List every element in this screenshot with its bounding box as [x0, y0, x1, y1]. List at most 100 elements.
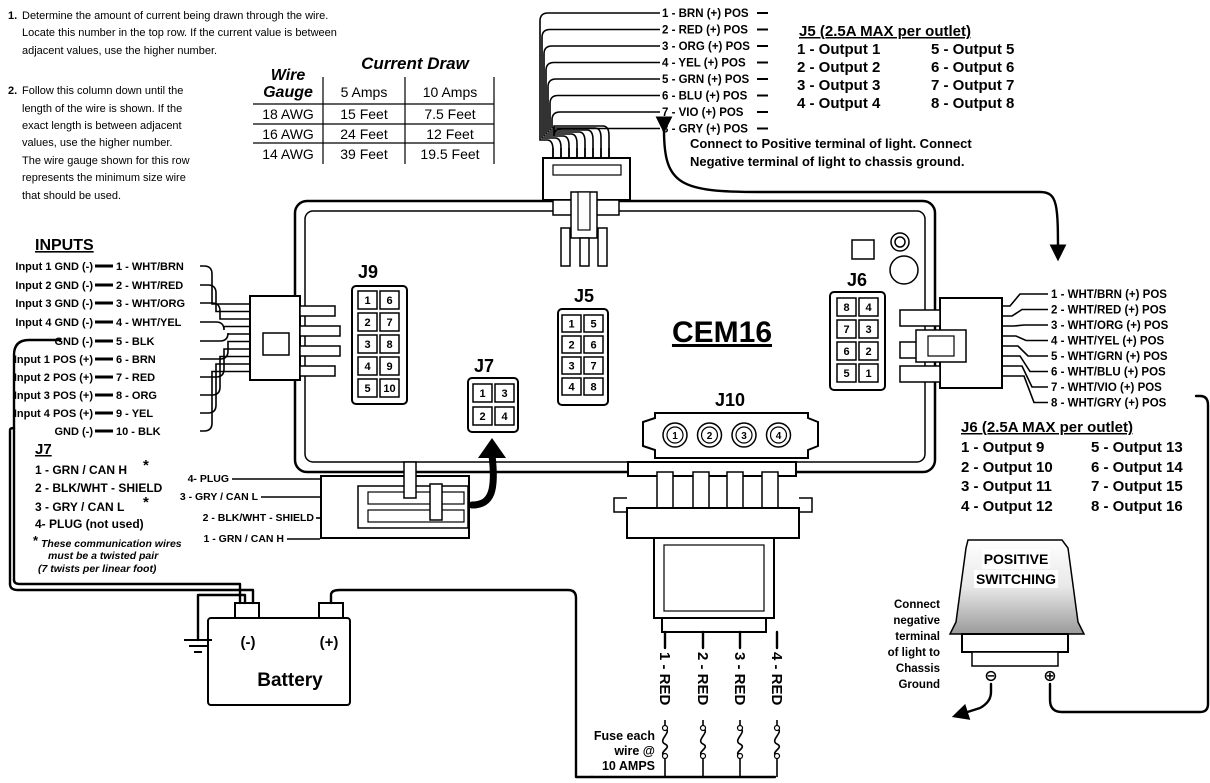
j7-note-line-2: must be a twisted pair	[48, 550, 159, 562]
j5-pin	[561, 335, 582, 354]
j5-note-line-1: Connect to Positive terminal of light. C…	[690, 136, 972, 151]
j9-pin	[357, 334, 378, 354]
j5-wire-8: 8 - GRY (+) POS	[662, 124, 748, 136]
j7-pin-label: 3	[501, 388, 507, 400]
j6-wire-5: 5 - WHT/GRN (+) POS	[1051, 351, 1168, 363]
instruction-2-line-3: exact length is between adjacent	[22, 120, 182, 132]
j5-pin	[583, 314, 604, 333]
j5-output-2: 2 - Output 2	[797, 59, 880, 76]
j6-wire-2: 2 - WHT/RED (+) POS	[1051, 305, 1167, 317]
light-positive-wire	[1048, 394, 1210, 714]
ground-note: Connect negative terminal of light to Ch…	[888, 599, 941, 691]
ground-icon	[184, 639, 212, 653]
j9-pin-label: 8	[386, 339, 392, 351]
j7-pin-label: 1	[479, 388, 485, 400]
fuse-icon	[699, 720, 707, 777]
j7-item-1: 1 - GRN / CAN H	[35, 463, 127, 477]
j6-pin-label: 1	[865, 368, 871, 380]
inputs-title: INPUTS	[35, 237, 94, 254]
input-wire-9-color: 9 - YEL	[116, 408, 153, 420]
j5-wire-1: 1 - BRN (+) POS	[662, 8, 749, 20]
j7-pin	[494, 406, 515, 426]
input-wire-4-color: 4 - WHT/YEL	[116, 317, 182, 329]
j7-pin	[472, 383, 493, 403]
j6-output-10: 2 - Output 10	[961, 459, 1053, 476]
table-row-2-col-2: 12 Feet	[426, 126, 474, 142]
j7-item-2: 2 - BLK/WHT - SHIELD	[35, 481, 163, 495]
inputs-section: INPUTS Input 1 GND (-) 1 - WHT/BRN Input 2…	[14, 237, 341, 438]
j5-pin-label: 5	[590, 319, 596, 331]
j10-pin	[769, 426, 788, 444]
instruction-1-line-2: Locate this number in the top row. If th…	[22, 27, 337, 39]
j5-wire-7: 7 - VIO (+) POS	[662, 107, 744, 119]
input-wire-6-label: Input 1 POS (+)	[14, 354, 93, 366]
ground-note-line-2: negative	[893, 615, 940, 627]
j10-power-plug	[613, 461, 813, 777]
instructions: 1. Determine the amount of current being…	[8, 10, 337, 202]
input-wire-5-color: 5 - BLK	[116, 336, 155, 348]
j7-pin-label: 2	[479, 411, 485, 423]
j7-pin	[472, 406, 493, 426]
input-wire-7-label: Input 2 POS (+)	[14, 372, 93, 384]
j6-wire-1: 1 - WHT/BRN (+) POS	[1051, 289, 1167, 301]
j5-label: J5	[574, 286, 594, 306]
fuse-note-line-1: Fuse each	[594, 729, 655, 743]
j6-pin-label: 4	[865, 302, 872, 314]
j7-plug-label-4: 4- PLUG	[188, 473, 229, 485]
light-positive-terminal: ⊕	[1043, 668, 1056, 685]
j9-pin	[357, 356, 378, 376]
j6-output-15: 7 - Output 15	[1091, 478, 1183, 495]
j6-pin-label: 7	[843, 324, 849, 336]
j6-wire-8: 8 - WHT/GRY (+) POS	[1051, 398, 1167, 410]
instruction-2-line-6: represents the minimum size wire	[22, 172, 186, 184]
instruction-2-line-4: values, use the higher number.	[22, 137, 172, 149]
ground-note-line-6: Ground	[898, 679, 940, 691]
ground-note-line-4: of light to	[888, 647, 940, 659]
j7-note-line-3: (7 twists per linear foot)	[38, 563, 157, 575]
j7-pin-label: 4	[501, 411, 508, 423]
j5-output-plug	[539, 12, 660, 267]
j6-outputs-title: J6 (2.5A MAX per outlet)	[961, 419, 1133, 436]
fuse-note-line-2: wire @	[613, 744, 655, 758]
j7-note-star: *	[33, 533, 39, 548]
j5-wire-2: 2 - RED (+) POS	[662, 25, 748, 37]
j6-output-13: 5 - Output 13	[1091, 439, 1183, 456]
j6-wire-3: 3 - WHT/ORG (+) POS	[1051, 320, 1169, 332]
j5-output-4: 4 - Output 4	[797, 95, 881, 112]
j10-wire-2: 2 - RED	[694, 652, 711, 706]
input-wire-10-label: GND (-)	[55, 426, 94, 438]
j6-pin-label: 6	[843, 346, 849, 358]
j6-pin	[836, 363, 857, 383]
j6-pin	[858, 297, 879, 317]
light-negative-terminal: ⊖	[984, 668, 997, 685]
j6-pin	[858, 319, 879, 339]
j10-wire-3: 3 - RED	[731, 652, 748, 706]
j6-outputs: J6 (2.5A MAX per outlet) 1 - Output 9 2 …	[961, 419, 1183, 515]
j9-pin-label: 7	[386, 317, 392, 329]
j9-pin	[379, 378, 400, 398]
j7-section: J7 1 - GRN / CAN H * 2 - BLK/WHT - SHIEL…	[33, 438, 506, 575]
input-wire-5-label: GND (-)	[55, 336, 94, 348]
light-text-2: SWITCHING	[976, 571, 1056, 587]
j6-pin	[836, 341, 857, 361]
input-wire-1-color: 1 - WHT/BRN	[116, 261, 184, 273]
j6-wire-7: 7 - WHT/VIO (+) POS	[1051, 382, 1162, 394]
j10-pin	[735, 426, 753, 444]
input-wire-1-label: Input 1 GND (-)	[15, 261, 93, 273]
instruction-1-number: 1.	[8, 10, 17, 22]
j5-wire-6: 6 - BLU (+) POS	[662, 91, 748, 103]
j7-label: J7	[474, 356, 494, 376]
battery-label: Battery	[257, 670, 323, 691]
j5-output-7: 7 - Output 7	[931, 77, 1014, 94]
light-text-1: POSITIVE	[984, 551, 1049, 567]
table-col-1: 5 Amps	[341, 84, 388, 100]
j5-pin-label: 6	[590, 340, 596, 352]
cem16-module: CEM16	[293, 199, 937, 474]
instruction-2-line-7: that should be used.	[22, 190, 121, 202]
fuse-note-line-3: 10 AMPS	[602, 759, 655, 773]
battery: (-) (+) Battery	[207, 602, 351, 706]
